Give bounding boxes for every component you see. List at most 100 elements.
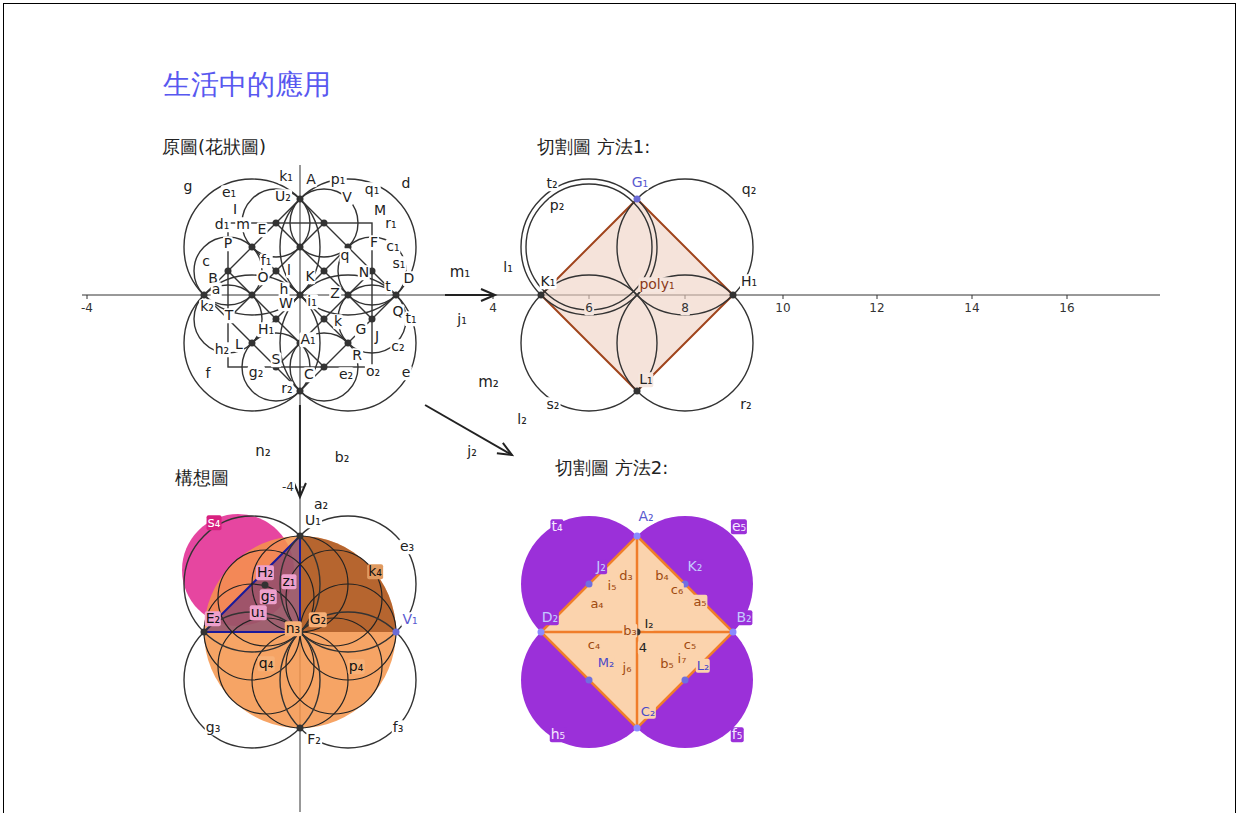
point-label: L₂ <box>696 659 710 673</box>
panel-heading: 切割圖 方法1: <box>537 136 650 158</box>
point-label: z₁ <box>282 574 297 589</box>
point-label: h₂ <box>214 342 231 357</box>
point-label: k₂ <box>199 299 215 314</box>
concept-figure-part <box>262 582 269 589</box>
point-label: p₁ <box>330 172 347 187</box>
cut-figure-one-part <box>521 179 753 411</box>
point-label: poly₁ <box>638 277 675 292</box>
point-label: k <box>333 314 343 329</box>
point-label: E₂ <box>205 611 221 626</box>
point-label: b₂ <box>334 450 351 465</box>
point-label: D <box>403 271 416 286</box>
point-label: 14 <box>963 302 980 315</box>
cut-figure-two-part <box>521 516 753 748</box>
cut-figure-two-part <box>730 629 737 636</box>
flower-figure-part <box>249 244 256 251</box>
cut-figure-two-part <box>682 677 689 684</box>
point-label: q <box>340 248 351 263</box>
point-label: L₁ <box>638 372 653 387</box>
point-label: h₅ <box>550 727 567 742</box>
point-label: l₁ <box>502 260 514 275</box>
cut-figure-two-part <box>634 533 641 540</box>
flower-figure-part <box>184 179 416 411</box>
point-label: r₁ <box>384 216 397 231</box>
flower-figure-part <box>204 199 396 391</box>
arrow-connector <box>299 405 301 497</box>
point-label: l₂ <box>516 412 528 427</box>
concept-figure <box>182 514 416 748</box>
point-label: i₇ <box>677 652 688 666</box>
axis-part <box>972 295 973 299</box>
flower-figure-part <box>345 292 352 299</box>
arrow-label: m₂ <box>477 374 500 391</box>
concept-figure-part <box>393 629 400 636</box>
cut-figure-one-part <box>538 292 545 299</box>
point-label: 6 <box>584 302 594 315</box>
cut-figure-two-part <box>538 629 545 636</box>
concept-figure-part <box>204 536 396 728</box>
point-label: b₄ <box>654 569 669 583</box>
flower-figure-part <box>184 179 320 315</box>
point-label: t <box>384 279 392 294</box>
panel-heading: 原圖(花狀圖) <box>162 136 266 158</box>
point-label: u₁ <box>250 605 267 620</box>
cut-figure-two-part <box>538 533 737 732</box>
flower-figure-part <box>201 292 208 299</box>
point-label: H₂ <box>256 565 274 580</box>
point-label: -4 <box>281 481 295 494</box>
point-label: c₄ <box>587 638 601 652</box>
point-label: N <box>358 265 370 280</box>
point-label: F₂ <box>306 732 322 747</box>
point-label: L <box>234 337 244 352</box>
point-label: j₂ <box>466 444 478 459</box>
point-label: l <box>286 263 292 278</box>
cut-figure-one-part <box>617 275 753 411</box>
point-label: G₁ <box>631 175 649 190</box>
cut-figure-one-part <box>634 196 641 203</box>
flower-figure-part <box>297 244 304 251</box>
point-label: f₁ <box>260 253 273 268</box>
cut-figure-one-part <box>538 292 737 395</box>
point-label: A <box>305 172 317 187</box>
point-label: K₂ <box>687 559 704 574</box>
point-label: R <box>351 348 363 363</box>
concept-figure-part <box>184 516 416 748</box>
point-label: g₂ <box>248 365 265 380</box>
point-label: J <box>374 329 380 344</box>
arrow-connector <box>445 294 495 296</box>
point-label: c₁ <box>385 239 400 254</box>
point-label: r₂ <box>739 397 752 412</box>
point-label: I₂ <box>643 617 654 631</box>
flower-figure-part <box>297 388 304 395</box>
frame <box>4 4 1236 813</box>
axis <box>82 165 1160 812</box>
point-label: 4 <box>488 302 498 315</box>
point-label: s₁ <box>392 256 407 271</box>
point-label: f₅ <box>731 727 744 742</box>
point-label: a₄ <box>589 597 604 611</box>
point-label: t₄ <box>550 519 563 534</box>
point-label: Z <box>329 286 341 301</box>
point-label: s₄ <box>207 515 222 530</box>
concept-figure-part <box>204 536 396 728</box>
point-label: q₂ <box>741 182 758 197</box>
point-label: U₂ <box>274 189 292 204</box>
cut-figure-one-part <box>730 292 737 299</box>
point-label: U₁ <box>304 513 322 528</box>
panel-heading: 構想圖 <box>175 467 229 489</box>
point-label: c <box>201 254 211 269</box>
flower-figure-part <box>369 316 376 323</box>
point-label: H₁ <box>257 322 275 337</box>
axis-part <box>783 295 784 299</box>
point-label: e₅ <box>731 519 747 534</box>
point-label: c₆ <box>670 583 684 597</box>
point-label: Q <box>391 304 404 319</box>
point-label: C <box>303 367 315 382</box>
concept-figure-part <box>201 533 304 732</box>
cut-figure-one <box>521 179 753 411</box>
point-label: V <box>341 190 353 205</box>
point-label: a₅ <box>692 595 707 609</box>
point-label: 12 <box>868 302 885 315</box>
